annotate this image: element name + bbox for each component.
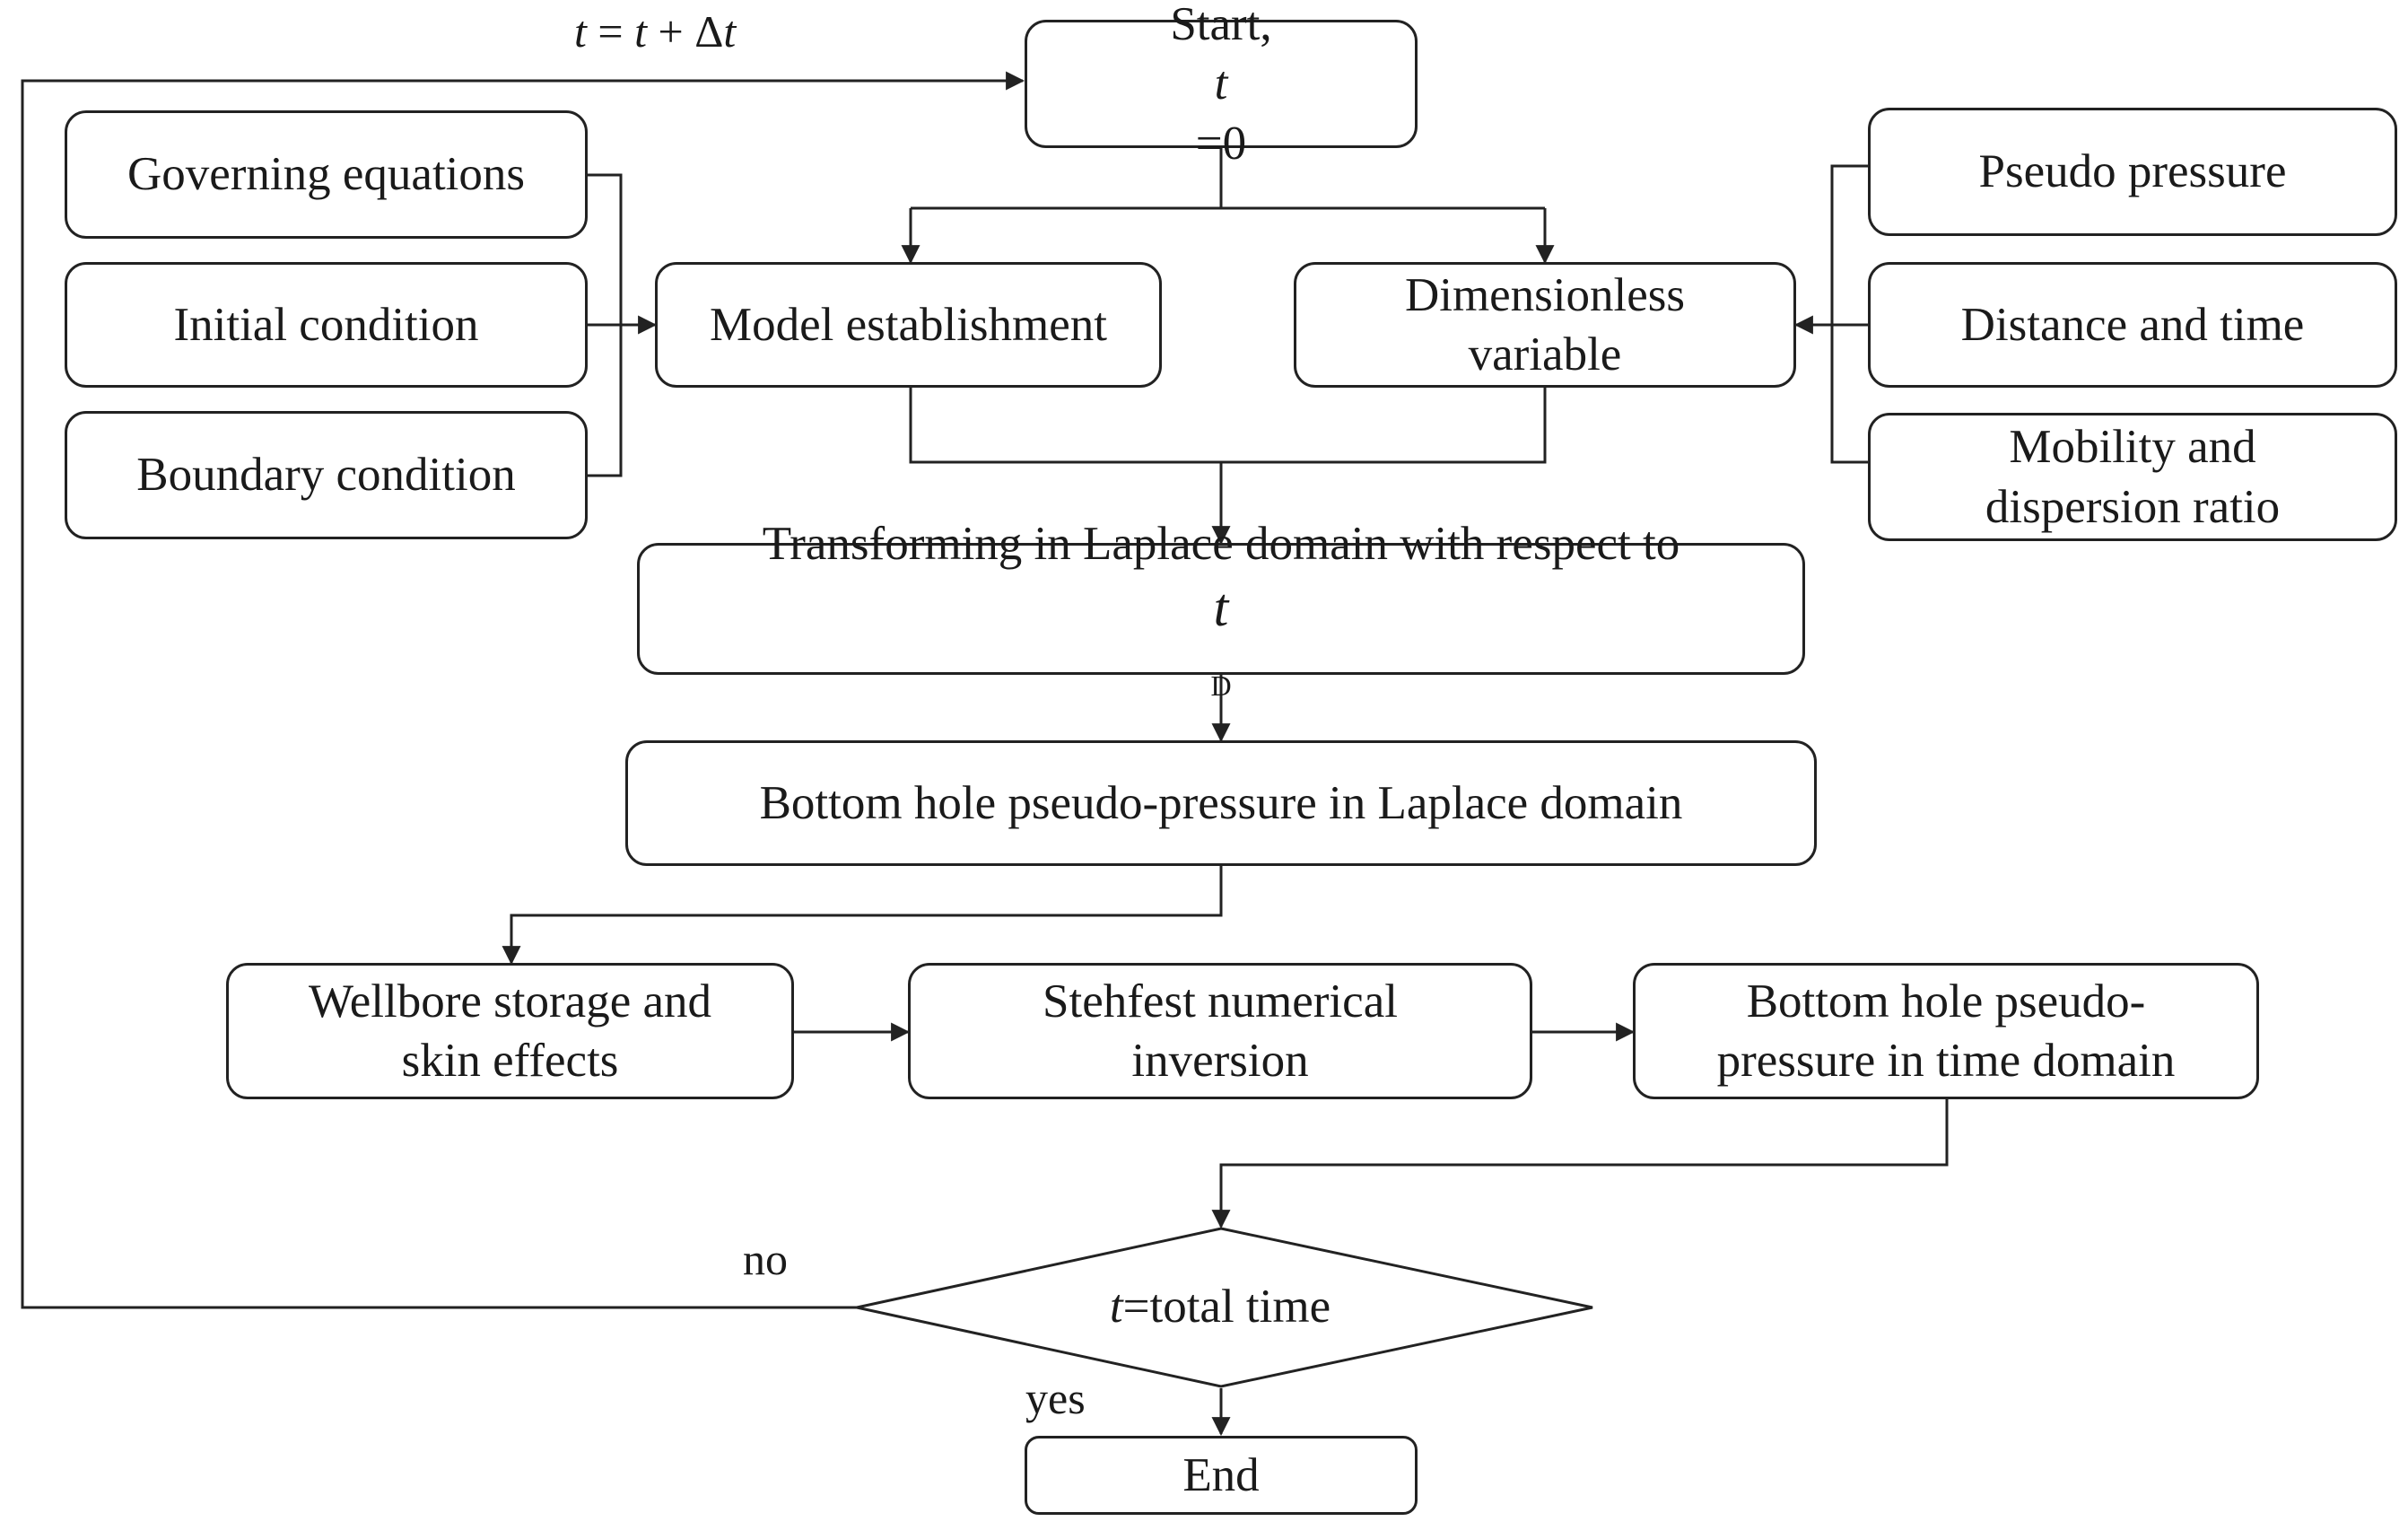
merge-connector	[909, 388, 1547, 464]
dimensionless-variable-node: Dimensionless variable	[1294, 262, 1796, 388]
mobility-dispersion-label: Mobility and dispersion ratio	[1985, 417, 2280, 537]
wellbore-line1: Wellbore storage and	[309, 975, 711, 1027]
to-decision-arrow	[1211, 1099, 1949, 1229]
laplace-transform-label: Transforming in Laplace domain with resp…	[763, 514, 1679, 703]
wellbore-storage-label: Wellbore storage and skin effects	[309, 972, 711, 1091]
decision-var: t	[1109, 1281, 1123, 1333]
laplace-sub: D	[1210, 669, 1232, 702]
stehfest-line1: Stehfest numerical	[1043, 975, 1398, 1027]
initial-condition-label: Initial condition	[173, 298, 479, 351]
boundary-condition-node: Boundary condition	[65, 411, 588, 539]
laplace-var: t	[1213, 577, 1229, 637]
dimensionless-line2: variable	[1468, 328, 1622, 380]
loop-label-rhs-var: t	[634, 6, 648, 57]
wellbore-storage-node: Wellbore storage and skin effects	[226, 963, 794, 1099]
loop-label-plus: + Δ	[647, 6, 724, 57]
distance-time-node: Distance and time	[1868, 262, 2397, 388]
decision-suffix: =total time	[1122, 1281, 1331, 1333]
loop-label-var: t	[574, 6, 587, 57]
end-label: End	[1182, 1448, 1260, 1501]
initial-condition-node: Initial condition	[65, 262, 588, 388]
model-establishment-label: Model establishment	[709, 298, 1108, 351]
branch-yes-label: yes	[1025, 1373, 1086, 1423]
bhp-time-line2: pressure in time domain	[1716, 1035, 2176, 1087]
start-node-label: Start, t =0	[1170, 0, 1271, 173]
boundary-condition-label: Boundary condition	[136, 449, 516, 502]
dimensionless-variable-label: Dimensionless variable	[1405, 266, 1685, 385]
mobility-dispersion-node: Mobility and dispersion ratio	[1868, 413, 2397, 541]
laplace-transform-node: Transforming in Laplace domain with resp…	[637, 518, 1805, 702]
start-suffix: =0	[1195, 117, 1247, 170]
mobility-line2: dispersion ratio	[1985, 480, 2281, 533]
end-node: End	[1025, 1436, 1418, 1515]
bhp-laplace-label: Bottom hole pseudo-pressure in Laplace d…	[759, 776, 1683, 829]
distance-time-label: Distance and time	[1960, 298, 2305, 351]
stehfest-inversion-label: Stehfest numerical inversion	[1043, 972, 1398, 1091]
pseudo-pressure-node: Pseudo pressure	[1868, 108, 2397, 236]
stehfest-inversion-node: Stehfest numerical inversion	[908, 963, 1532, 1099]
bhp-time-node: Bottom hole pseudo- pressure in time dom…	[1633, 963, 2259, 1099]
bhp-time-line1: Bottom hole pseudo-	[1746, 975, 2146, 1027]
loop-label-rhs-var2: t	[723, 6, 737, 57]
loop-label-eq: =	[586, 6, 635, 57]
decision-diamond	[856, 1227, 1593, 1388]
branch-no-label: no	[743, 1234, 788, 1284]
governing-equations-node: Governing equations	[65, 110, 588, 239]
loop-label: t = t + Δt	[574, 9, 736, 54]
start-var: t	[1214, 57, 1228, 110]
dimensionless-line1: Dimensionless	[1404, 268, 1686, 321]
bhp-laplace-node: Bottom hole pseudo-pressure in Laplace d…	[625, 740, 1817, 866]
bhp-time-label: Bottom hole pseudo- pressure in time dom…	[1717, 972, 2176, 1091]
start-node: Start, t =0	[1025, 0, 1418, 170]
mobility-line1: Mobility and	[2009, 421, 2256, 474]
governing-equations-label: Governing equations	[127, 148, 526, 201]
decision-label: t=total time	[951, 1279, 1489, 1336]
right-inputs-bracket	[1830, 164, 1868, 464]
laplace-text: Transforming in Laplace domain with resp…	[762, 518, 1680, 571]
stehfest-line2: inversion	[1131, 1035, 1309, 1087]
start-prefix: Start,	[1170, 0, 1272, 51]
wellbore-line2: skin effects	[401, 1035, 619, 1087]
model-establishment-node: Model establishment	[655, 262, 1162, 388]
pseudo-pressure-label: Pseudo pressure	[1978, 145, 2287, 198]
to-wellbore-arrow	[502, 866, 1223, 966]
loop-back-connector	[21, 71, 1025, 1309]
